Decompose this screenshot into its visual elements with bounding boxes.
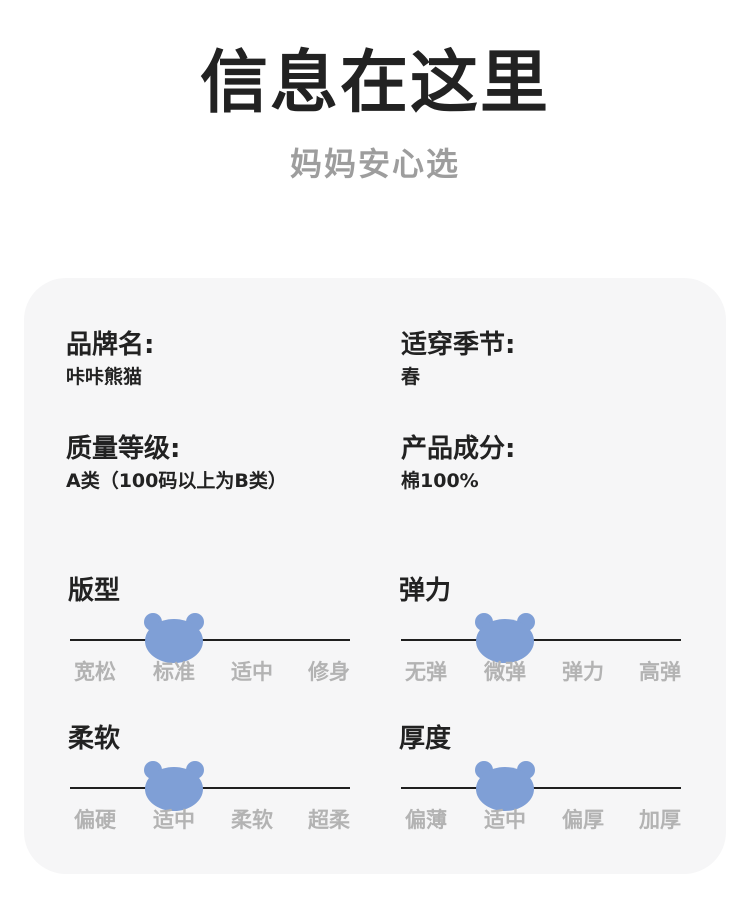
page-subtitle: 妈妈安心选 <box>289 145 460 183</box>
thickness-scale: 厚度 偏薄 适中 偏厚 加厚 <box>399 722 681 832</box>
page-title: 信息在这里 <box>199 44 550 123</box>
composition-value: 棉100% <box>401 470 479 492</box>
scale-option: 标准 <box>153 660 195 684</box>
scale-option: 适中 <box>153 808 195 832</box>
scale-option: 加厚 <box>639 808 681 832</box>
softness-scale-title: 柔软 <box>68 724 121 754</box>
bear-head-icon <box>474 761 536 811</box>
season-value: 春 <box>401 366 421 388</box>
scale-option: 偏硬 <box>74 808 116 832</box>
scale-option: 偏厚 <box>562 808 604 832</box>
fit-scale-title: 版型 <box>68 576 121 606</box>
thickness-scale-track <box>401 787 681 789</box>
scale-option: 适中 <box>231 660 273 684</box>
grade-value: A类（100码以上为B类） <box>66 470 287 492</box>
softness-scale-track <box>70 787 350 789</box>
elasticity-scale: 弹力 无弹微弹弹力高弹 <box>399 574 681 684</box>
scale-option: 超柔 <box>308 808 350 832</box>
softness-scale: 柔软 偏硬适中柔软超柔 <box>68 722 350 832</box>
softness-scale-options: 偏硬 适中 柔软 超柔 <box>70 805 350 835</box>
thickness-scale-options: 偏薄 适中 偏厚 加厚 <box>401 805 681 835</box>
grade-field: 质量等级: A类（100码以上为B类） <box>66 432 287 494</box>
info-card <box>24 278 726 874</box>
scale-option: 偏薄 <box>405 808 447 832</box>
scale-option: 微弹 <box>484 660 526 684</box>
season-field: 适穿季节: 春 <box>401 328 515 390</box>
fit-scale-track <box>70 639 350 641</box>
scale-option: 柔软 <box>231 808 273 832</box>
grade-label: 质量等级: <box>66 434 181 464</box>
season-label: 适穿季节: <box>401 330 516 360</box>
elasticity-scale-track <box>401 639 681 641</box>
bear-head-icon <box>143 761 205 811</box>
brand-field: 品牌名: 咔咔熊猫 <box>66 328 154 390</box>
scale-option: 修身 <box>308 660 350 684</box>
scale-option: 无弹 <box>405 660 447 684</box>
fit-scale-options: 宽松 标准 适中 修身 <box>70 657 350 687</box>
bear-head-icon <box>143 613 205 663</box>
composition-label: 产品成分: <box>401 434 516 464</box>
scale-option: 适中 <box>484 808 526 832</box>
brand-value: 咔咔熊猫 <box>66 366 143 388</box>
fit-scale: 版型 宽松 标准 适中 修身 <box>68 574 350 684</box>
scale-option: 高弹 <box>639 660 681 684</box>
brand-label: 品牌名: <box>66 330 155 360</box>
elasticity-scale-options: 无弹 微弹 弹力 高弹 <box>401 657 681 687</box>
scale-option: 宽松 <box>74 660 116 684</box>
elasticity-scale-title: 弹力 <box>399 576 452 606</box>
thickness-scale-title: 厚度 <box>399 724 452 754</box>
scale-option: 弹力 <box>562 660 604 684</box>
bear-head-icon <box>474 613 536 663</box>
composition-field: 产品成分: 棉100% <box>401 432 515 494</box>
